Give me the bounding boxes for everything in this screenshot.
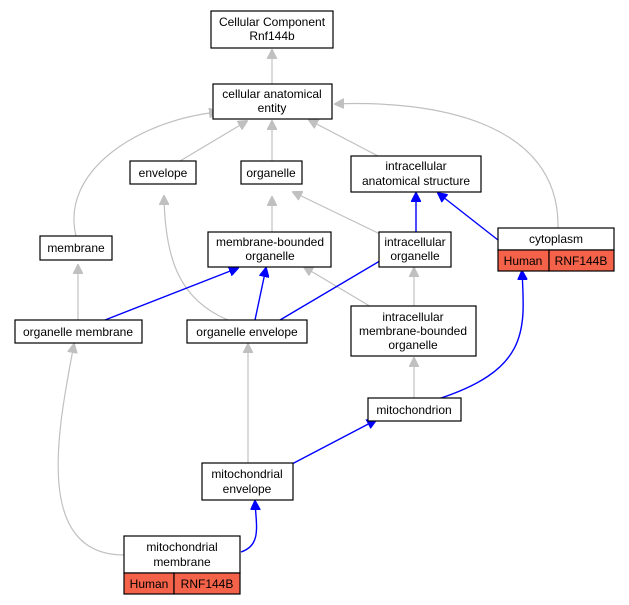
node-label-line: organelle: [388, 338, 438, 352]
node-label-line: cellular anatomical: [222, 87, 321, 101]
node-cytoplasm[interactable]: cytoplasm Human RNF144B: [497, 227, 615, 272]
node-label-line: Cellular Component: [219, 15, 326, 29]
node-label-line: entity: [258, 101, 287, 115]
node-cellular-component-rnf144b[interactable]: Cellular Component Rnf144b: [210, 10, 334, 49]
edge-mbo-to-oe: [254, 268, 266, 321]
edge-cytoplasm-to-ias: [438, 193, 499, 241]
badge-gene: RNF144B: [555, 254, 608, 268]
edge-mitomem-to-om: [57, 344, 125, 556]
node-label-line: cytoplasm: [529, 232, 583, 246]
edge-membrane-to-cae: [73, 112, 218, 237]
node-label-line: intracellular: [385, 159, 446, 173]
node-label-line: intracellular: [382, 310, 443, 324]
node-label-line: mitochondrion: [376, 403, 451, 417]
edge-io-to-organelle: [293, 192, 381, 235]
node-label-line: membrane-bounded: [359, 324, 467, 338]
edge-io-to-oe: [279, 255, 390, 321]
node-label-line: envelope: [223, 482, 272, 496]
node-organelle-envelope[interactable]: organelle envelope: [186, 319, 308, 344]
node-label-line: organelle: [246, 166, 296, 180]
node-label-line: anatomical structure: [362, 174, 470, 188]
node-membrane-bounded-organelle[interactable]: membrane-bounded organelle: [207, 231, 332, 268]
node-label-line: intracellular: [384, 235, 445, 249]
badge-species: Human: [130, 577, 169, 591]
node-label-line: Rnf144b: [249, 29, 295, 43]
node-mitochondrion[interactable]: mitochondrion: [367, 397, 462, 422]
edge-cytoplasm-to-mito: [434, 271, 523, 401]
node-label-line: membrane: [47, 241, 105, 255]
node-mitochondrial-membrane[interactable]: mitochondrial membrane Human RNF144B: [123, 535, 241, 595]
edge-oe-to-envelope: [164, 196, 229, 321]
node-organelle-membrane[interactable]: organelle membrane: [14, 319, 143, 344]
node-label-line: membrane-bounded: [216, 235, 324, 249]
node-label-line: envelope: [139, 166, 188, 180]
node-label-line: mitochondrial: [211, 467, 282, 481]
edge-mitoenv-to-mitomem: [240, 501, 257, 553]
annotation-badge: Human RNF144B: [123, 572, 241, 595]
node-label-line: organelle membrane: [23, 325, 133, 339]
edge-mito-to-mitoenv: [289, 420, 376, 466]
node-intracellular-organelle[interactable]: intracellular organelle: [378, 231, 452, 268]
node-label-line: mitochondrial: [146, 540, 217, 554]
edge-ias-to-cae: [309, 120, 379, 157]
edge-cytoplasm-to-cae: [335, 104, 559, 229]
node-label-line: organelle envelope: [196, 325, 298, 339]
node-intracellular-anatomical-structure[interactable]: intracellular anatomical structure: [350, 155, 482, 193]
edge-envelope-to-cae: [179, 121, 247, 162]
node-label-line: membrane: [153, 555, 211, 569]
node-envelope[interactable]: envelope: [129, 160, 197, 185]
node-label-line: organelle: [390, 249, 440, 263]
node-membrane[interactable]: membrane: [39, 235, 113, 261]
edge-mbo-to-om: [104, 268, 238, 321]
annotation-badge: Human RNF144B: [497, 249, 615, 272]
edge-imbo-to-mbo: [304, 267, 374, 309]
node-mitochondrial-envelope[interactable]: mitochondrial envelope: [201, 462, 294, 501]
edges: [57, 50, 559, 556]
node-cellular-anatomical-entity[interactable]: cellular anatomical entity: [212, 83, 333, 120]
node-intracellular-membrane-bounded-organelle[interactable]: intracellular membrane-bounded organelle: [350, 305, 477, 357]
nodes: Cellular Component Rnf144b cellular anat…: [14, 10, 615, 595]
node-organelle[interactable]: organelle: [240, 160, 303, 185]
badge-gene: RNF144B: [181, 577, 234, 591]
badge-species: Human: [504, 254, 543, 268]
node-label-line: organelle: [245, 249, 295, 263]
